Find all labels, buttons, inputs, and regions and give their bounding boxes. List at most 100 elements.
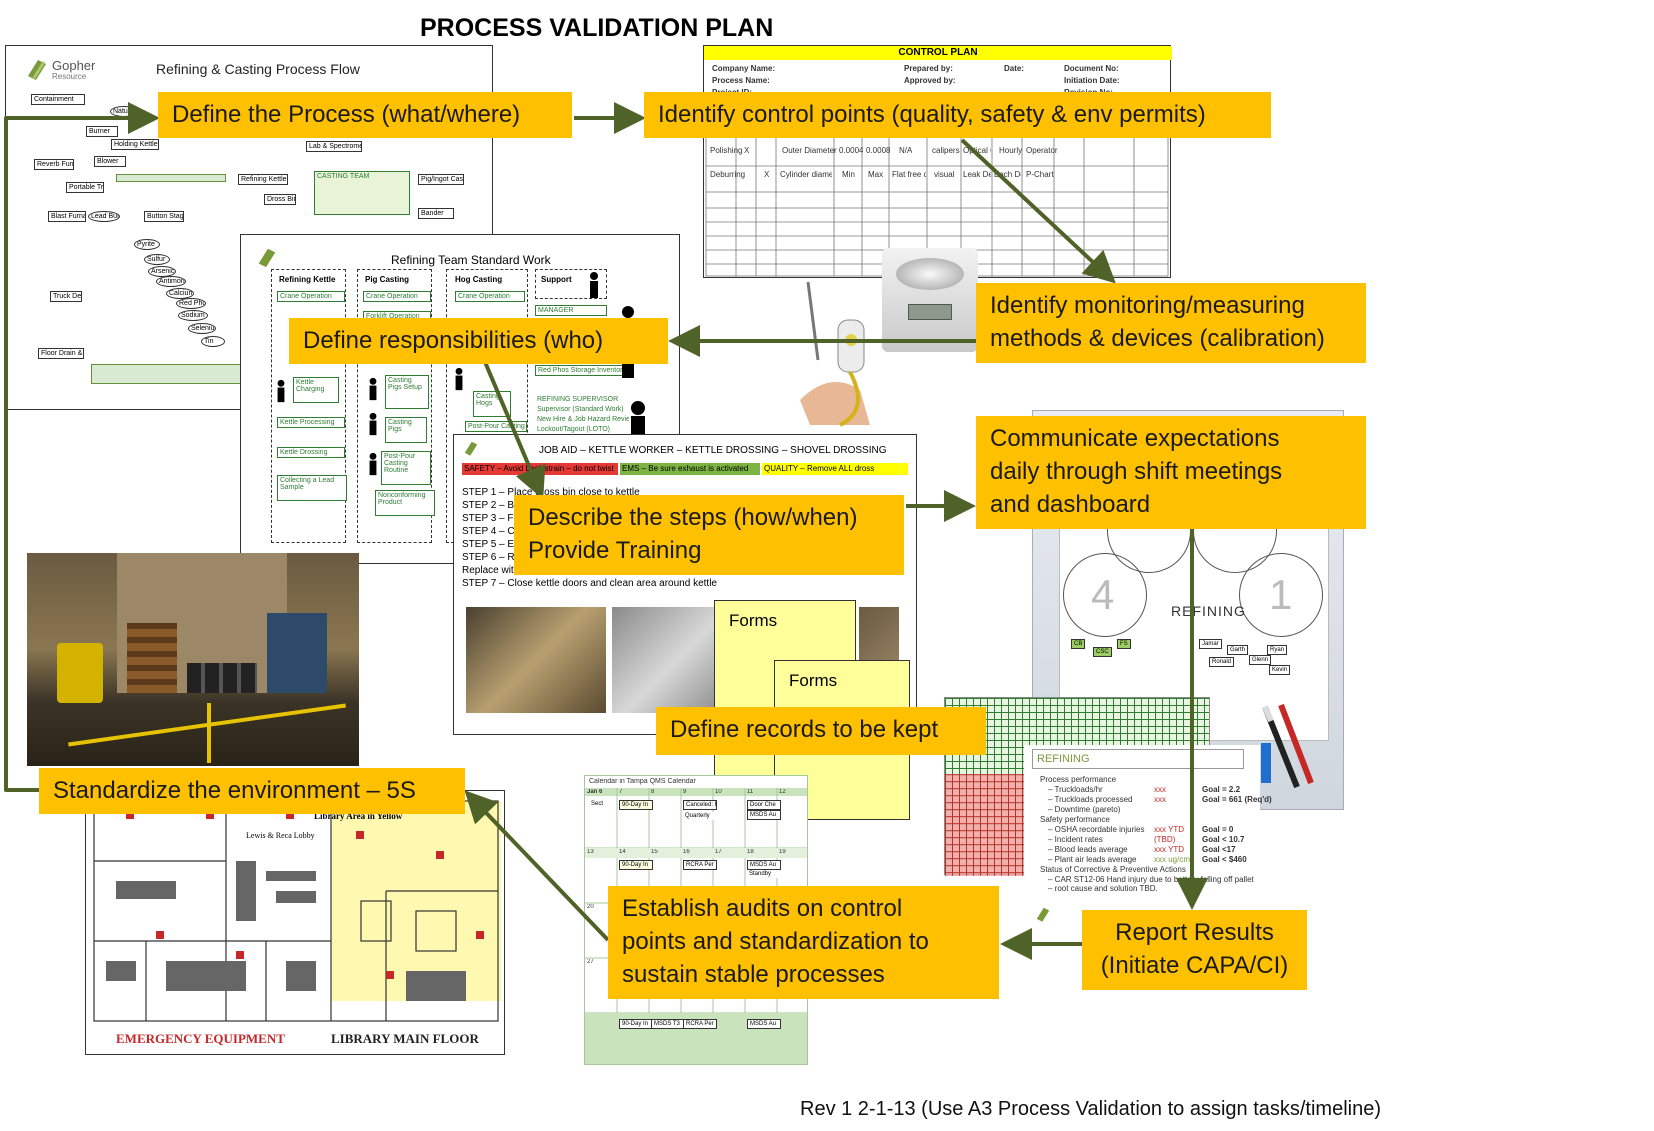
calendar-entry: 90-Day In: [619, 800, 653, 810]
whiteboard-label: REFINING: [1171, 603, 1246, 619]
sw-item: Crane Operation: [277, 291, 345, 302]
job-aid-step: STEP 2 – Be: [462, 500, 520, 511]
cp-field: Date:: [1004, 64, 1025, 73]
job-aid-quality: QUALITY – Remove ALL dross: [762, 463, 908, 475]
dashboard-line: Process performance: [1040, 775, 1117, 784]
cp-field: Approved by:: [904, 76, 956, 85]
whiteboard-tag: Garth: [1227, 645, 1249, 655]
person-icon: [369, 452, 377, 476]
gopher-logo: [462, 439, 480, 462]
sw-item: Supervisor (Standard Work): [535, 405, 629, 414]
calendar-entry: RCRA Per: [683, 860, 717, 870]
cp-cell: Leak Detect: [963, 170, 991, 179]
flow-node: Pig/Ingot Casting: [418, 174, 464, 185]
sw-column-refining: [271, 269, 346, 543]
sw-item: Casting Pigs: [385, 417, 427, 443]
warehouse-buckets: [187, 663, 257, 693]
thermometer-image: [790, 280, 890, 430]
calendar-entry: 90-Day In: [619, 860, 653, 870]
flow-node: Tin: [201, 336, 225, 347]
calendar-entry: Door Che: [747, 800, 781, 810]
flow-node: Blast Furnace: [48, 211, 86, 222]
person-icon: [277, 379, 285, 403]
whiteboard-circle: [1063, 553, 1147, 637]
flow-node: Truck Deliveries: [50, 291, 82, 302]
company-name: Gopher: [52, 58, 96, 73]
job-aid-ems: EMS – Be sure exhaust is activated: [620, 463, 760, 475]
cp-cell: Min: [842, 170, 855, 179]
calendar-day: 16: [683, 849, 690, 855]
step-describe-steps: Describe the steps (how/when) Provide Tr…: [514, 495, 904, 575]
flow-node: Sulfur: [144, 254, 170, 265]
company-sub: Resource: [52, 72, 87, 81]
calendar-day: 11: [747, 789, 754, 795]
dashboard-line: – OSHA recordable injuries: [1048, 825, 1145, 834]
flow-node: Lab & Spectrometer: [306, 141, 362, 152]
cp-cell: Polishing: [710, 146, 743, 155]
dashboard-goal: Goal = 2.2: [1202, 785, 1241, 794]
flow-node: Refining Kettle 100T (4): [238, 174, 288, 185]
person-icon: [369, 377, 377, 401]
arrow-responsibilities-to-steps: [483, 361, 546, 500]
flow-node: Sodium Nitrate: [178, 310, 208, 321]
whiteboard-tag: Ronald: [1209, 657, 1235, 667]
calendar-day: 8: [651, 789, 655, 795]
arrow-standardize-to-define: [4, 102, 160, 792]
dashboard-line: – Truckloads processed: [1048, 795, 1133, 804]
calendar-day: 7: [619, 789, 623, 795]
gopher-logo-icon: [464, 441, 478, 456]
calendar-day: Jan 6: [587, 789, 603, 795]
floorplan-title: Library Area in Yellow: [314, 811, 403, 821]
dashboard-ytd: xxx YTD: [1154, 825, 1185, 834]
step-audits: Establish audits on control points and s…: [608, 886, 999, 999]
dashboard-line: – Truckloads/hr: [1048, 785, 1103, 794]
job-aid-step: STEP 6 – Re: [462, 552, 521, 563]
control-plan-title: CONTROL PLAN: [704, 46, 1172, 60]
dashboard-line: – Incident rates: [1048, 835, 1103, 844]
step-responsibilities: Define responsibilities (who): [289, 318, 668, 364]
sw-item: MANAGER: [535, 305, 607, 316]
floor-line: [207, 703, 211, 763]
floorplan-lobby: Lewis & Reca Lobby: [246, 831, 315, 840]
cp-cell: Hourly: [999, 146, 1023, 155]
step-monitoring: Identify monitoring/measuring methods & …: [976, 283, 1366, 363]
flow-pourer-bar: [116, 174, 226, 182]
dashboard-goal: Goal <17: [1202, 845, 1236, 854]
dashboard-goal: Goal < $460: [1202, 855, 1247, 864]
dashboard-line: Status of Corrective & Preventive Action…: [1040, 865, 1186, 874]
sw-item: Casting Pigs Setup: [385, 375, 429, 409]
cp-cell: Each Delivery: [994, 170, 1021, 179]
sw-col-header: Support: [541, 275, 572, 284]
flow-node: Portable Train: [66, 182, 104, 193]
dashboard-goal: Goal = 661 (Req'd): [1202, 795, 1272, 804]
job-aid-step: STEP 5 – Em: [462, 539, 523, 550]
cp-field: Prepared by:: [904, 64, 953, 73]
dashboard-ytd: xxx YTD: [1154, 845, 1185, 854]
sw-item: New Hire & Job Hazard Review: [535, 415, 629, 424]
job-aid-step: Replace wit: [462, 565, 514, 576]
cp-cell: 0.0004: [839, 146, 864, 155]
person-icon: [455, 367, 463, 391]
calendar-day: 27: [587, 959, 594, 965]
calendar-day: 20: [587, 904, 594, 910]
calendar-day: 15: [651, 849, 658, 855]
cp-cell: N/A: [899, 146, 913, 155]
dashboard-line: – CAR ST12-06 Hand injury due to battery…: [1048, 875, 1254, 893]
gopher-logo-icon: [1036, 907, 1050, 922]
step-records: Define records to be kept: [656, 707, 986, 755]
sw-item: Post-Pour Casting: [465, 421, 527, 432]
job-aid-title: JOB AID – KETTLE WORKER – KETTLE DROSSIN…: [539, 445, 887, 456]
calendar-day: 12: [779, 789, 786, 795]
dashboard-ytd: (TBD): [1154, 835, 1176, 844]
whiteboard-tag: Ryan: [1267, 645, 1288, 655]
warehouse-photo: [27, 553, 359, 766]
flow-node: Burner: [86, 126, 118, 137]
sw-item: Crane Operation: [363, 291, 431, 302]
arrow-control-to-monitoring: [960, 138, 1116, 284]
dashboard-goal: Goal = 0: [1202, 825, 1234, 834]
cp-field: Process Name:: [712, 76, 770, 85]
job-aid-step: STEP 1 – Place dross bin close to kettle: [462, 487, 640, 498]
calendar-day: 13: [587, 849, 594, 855]
gopher-logo-icon: [258, 248, 276, 268]
whiteboard-number: 1: [1269, 571, 1293, 618]
